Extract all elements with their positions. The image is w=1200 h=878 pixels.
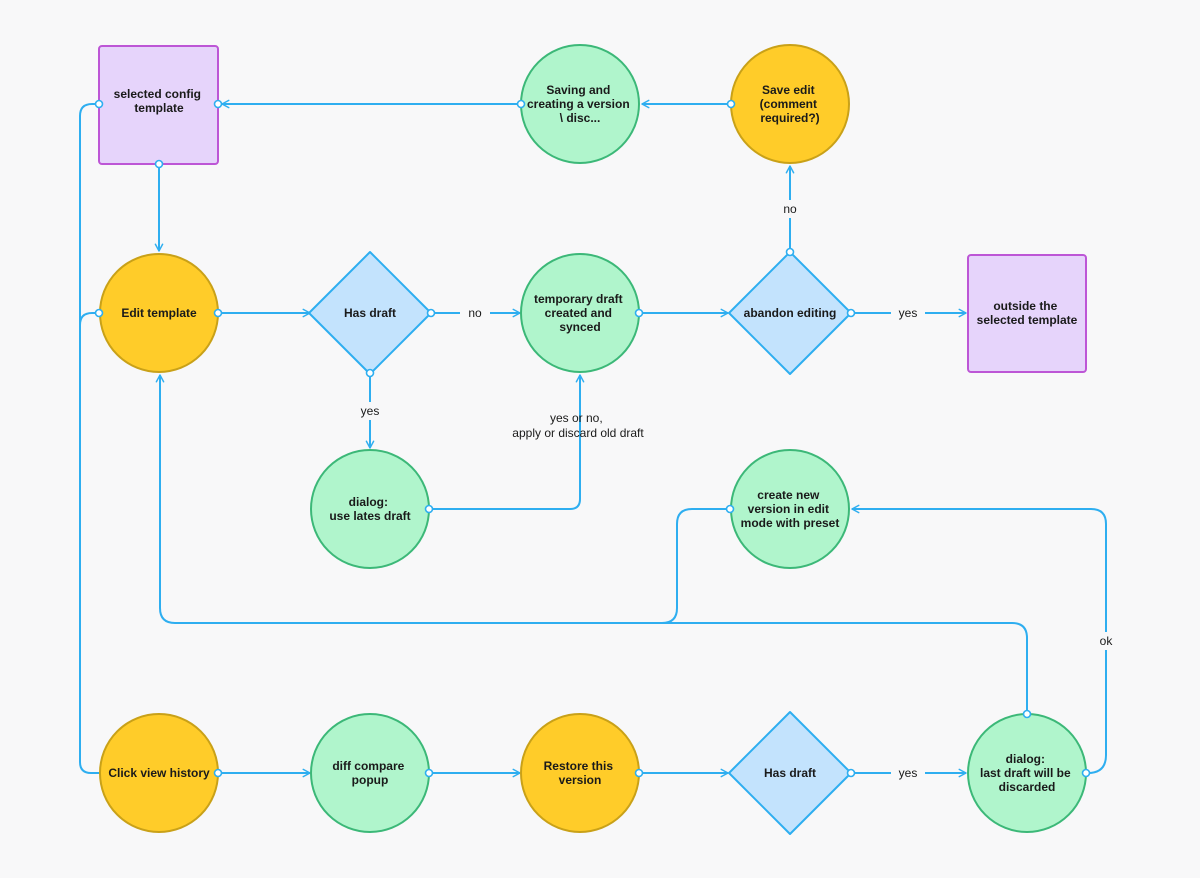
edge-discard-dialog-to-new-version bbox=[851, 504, 1107, 774]
node-saving-version[interactable]: Saving and creating a version \ disc... bbox=[520, 44, 640, 164]
port bbox=[634, 308, 644, 318]
node-temporary-draft[interactable]: temporary draft created and synced bbox=[520, 253, 640, 373]
svg-text:create new version in: create new version in edit mode with pre… bbox=[741, 488, 840, 530]
port bbox=[213, 308, 223, 318]
edges bbox=[79, 99, 1107, 778]
node-restore-version[interactable]: Restore this version bbox=[520, 713, 640, 833]
port bbox=[154, 159, 164, 169]
edge-dialog-to-temp-draft bbox=[430, 374, 585, 510]
port bbox=[634, 768, 644, 778]
svg-text:temporary draft create: temporary draft created and synced bbox=[534, 292, 626, 334]
port bbox=[1081, 768, 1091, 778]
port bbox=[725, 504, 735, 514]
port bbox=[94, 99, 104, 109]
node-outside-template[interactable]: outside the selected template bbox=[967, 254, 1087, 373]
node-diff-compare[interactable]: diff compare popup bbox=[310, 713, 430, 833]
svg-text:dialog: use lates draf: dialog: use lates draft bbox=[329, 495, 410, 523]
edge-label-yes-discard: yes bbox=[899, 766, 918, 780]
edge-history-to-selected-config bbox=[79, 103, 99, 774]
svg-text:Save edit (comment: Save edit (comment required?) bbox=[760, 83, 821, 125]
node-dialog-discard[interactable]: dialog: last draft will be discarded bbox=[967, 713, 1087, 833]
edge-discard-dialog-to-edit-template bbox=[155, 374, 1028, 714]
port bbox=[213, 768, 223, 778]
port bbox=[846, 308, 856, 318]
port bbox=[94, 308, 104, 318]
node-save-edit[interactable]: Save edit (comment required?) bbox=[730, 44, 850, 164]
port bbox=[726, 99, 736, 109]
port bbox=[365, 368, 375, 378]
svg-text:Restore this version: Restore this version bbox=[544, 759, 617, 787]
edge-label-yes-outside: yes bbox=[899, 306, 918, 320]
edge-history-branch-to-edit-template bbox=[79, 312, 99, 326]
edge-new-version-to-edit-loop bbox=[661, 508, 729, 624]
svg-text:abandon editing: abandon editing bbox=[744, 306, 837, 320]
svg-text:Has draft: Has draft bbox=[764, 766, 816, 780]
edge-label-no-save: no bbox=[783, 202, 797, 216]
edge-label-ok: ok bbox=[1100, 634, 1114, 648]
svg-text:Saving and creating a: Saving and creating a version \ disc... bbox=[527, 83, 633, 125]
svg-text:selected config templa: selected config template bbox=[114, 87, 205, 115]
node-has-draft-bottom[interactable]: Has draft bbox=[728, 711, 852, 835]
port bbox=[785, 247, 795, 257]
edge-label-no: no bbox=[468, 306, 482, 320]
port bbox=[424, 768, 434, 778]
node-has-draft-top[interactable]: Has draft bbox=[308, 251, 432, 375]
port bbox=[846, 768, 856, 778]
port bbox=[213, 99, 223, 109]
node-create-new-version[interactable]: create new version in edit mode with pre… bbox=[730, 449, 850, 569]
port bbox=[516, 99, 526, 109]
svg-text:Has draft: Has draft bbox=[344, 306, 396, 320]
edge-labels: no yes yes or no, apply or discard old d… bbox=[354, 200, 1118, 782]
node-click-view-history[interactable]: Click view history bbox=[99, 713, 219, 833]
port bbox=[1022, 709, 1032, 719]
svg-text:dialog: last draft wil: dialog: last draft will be discarded bbox=[980, 752, 1074, 794]
svg-text:diff compare popup: diff compare popup bbox=[332, 759, 407, 787]
edge-label-yes: yes bbox=[361, 404, 380, 418]
svg-text:Edit template: Edit template bbox=[121, 306, 197, 320]
port bbox=[426, 308, 436, 318]
connection-ports bbox=[94, 99, 1091, 778]
node-edit-template[interactable]: Edit template bbox=[99, 253, 219, 373]
node-abandon-editing[interactable]: abandon editing bbox=[728, 251, 852, 375]
svg-text:Click view history: Click view history bbox=[108, 766, 210, 780]
node-dialog-latest-draft[interactable]: dialog: use lates draft bbox=[310, 449, 430, 569]
port bbox=[424, 504, 434, 514]
nodes: selected config template Saving and crea… bbox=[98, 44, 1087, 835]
node-selected-config-template[interactable]: selected config template bbox=[98, 45, 219, 165]
svg-text:outside the selected t: outside the selected template bbox=[977, 299, 1078, 327]
edge-label-yes-or-no: yes or no, apply or discard old draft bbox=[512, 411, 644, 440]
